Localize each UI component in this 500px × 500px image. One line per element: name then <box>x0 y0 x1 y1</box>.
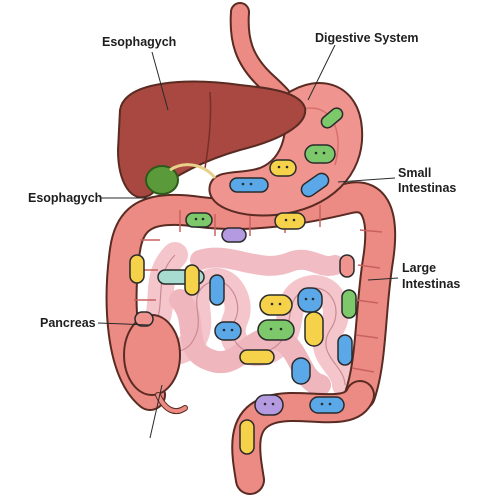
leader-esophagus-top <box>151 51 169 111</box>
microbe <box>184 264 200 296</box>
gallbladder <box>145 163 217 195</box>
microbe <box>185 212 213 228</box>
microbe <box>229 177 269 193</box>
microbe <box>337 334 353 366</box>
label-small-intestine-line2: Intestinas <box>398 181 456 195</box>
leader-bottom <box>149 384 163 439</box>
label-digestive-system: Digestive System <box>315 31 419 45</box>
microbes <box>129 107 357 455</box>
microbe <box>209 274 225 306</box>
leader-large-intestine <box>367 277 399 281</box>
microbe <box>269 159 297 177</box>
microbe <box>257 319 295 341</box>
microbe <box>274 212 306 230</box>
microbe <box>304 311 324 347</box>
microbe <box>341 289 357 319</box>
microbe <box>300 172 330 198</box>
label-esophagus-top: Esophagych <box>102 35 176 49</box>
microbe <box>304 144 336 164</box>
microbe <box>239 419 255 455</box>
leader-pancreas <box>97 322 151 326</box>
label-esophagus-side: Esophagych <box>28 191 102 205</box>
label-pancreas: Pancreas <box>40 316 96 330</box>
microbe <box>239 349 275 365</box>
microbe <box>214 321 242 341</box>
microbe <box>129 254 145 284</box>
microbe <box>339 254 355 278</box>
label-large-intestine-line1: Large <box>402 261 436 275</box>
microbe <box>259 294 293 316</box>
microbe <box>320 107 344 129</box>
label-large-intestine-line2: Intestinas <box>402 277 460 291</box>
microbe <box>291 357 311 385</box>
label-small-intestine-line1: Small <box>398 166 431 180</box>
microbe <box>254 394 284 416</box>
leader-digestive-system <box>307 44 336 101</box>
microbe <box>221 227 247 243</box>
microbe <box>297 287 323 313</box>
leader-lines <box>97 44 399 439</box>
microbe <box>309 396 345 414</box>
leader-small-intestine <box>337 177 396 183</box>
microbe <box>134 311 154 327</box>
labels: Esophagych Digestive System Esophagych S… <box>28 31 460 330</box>
